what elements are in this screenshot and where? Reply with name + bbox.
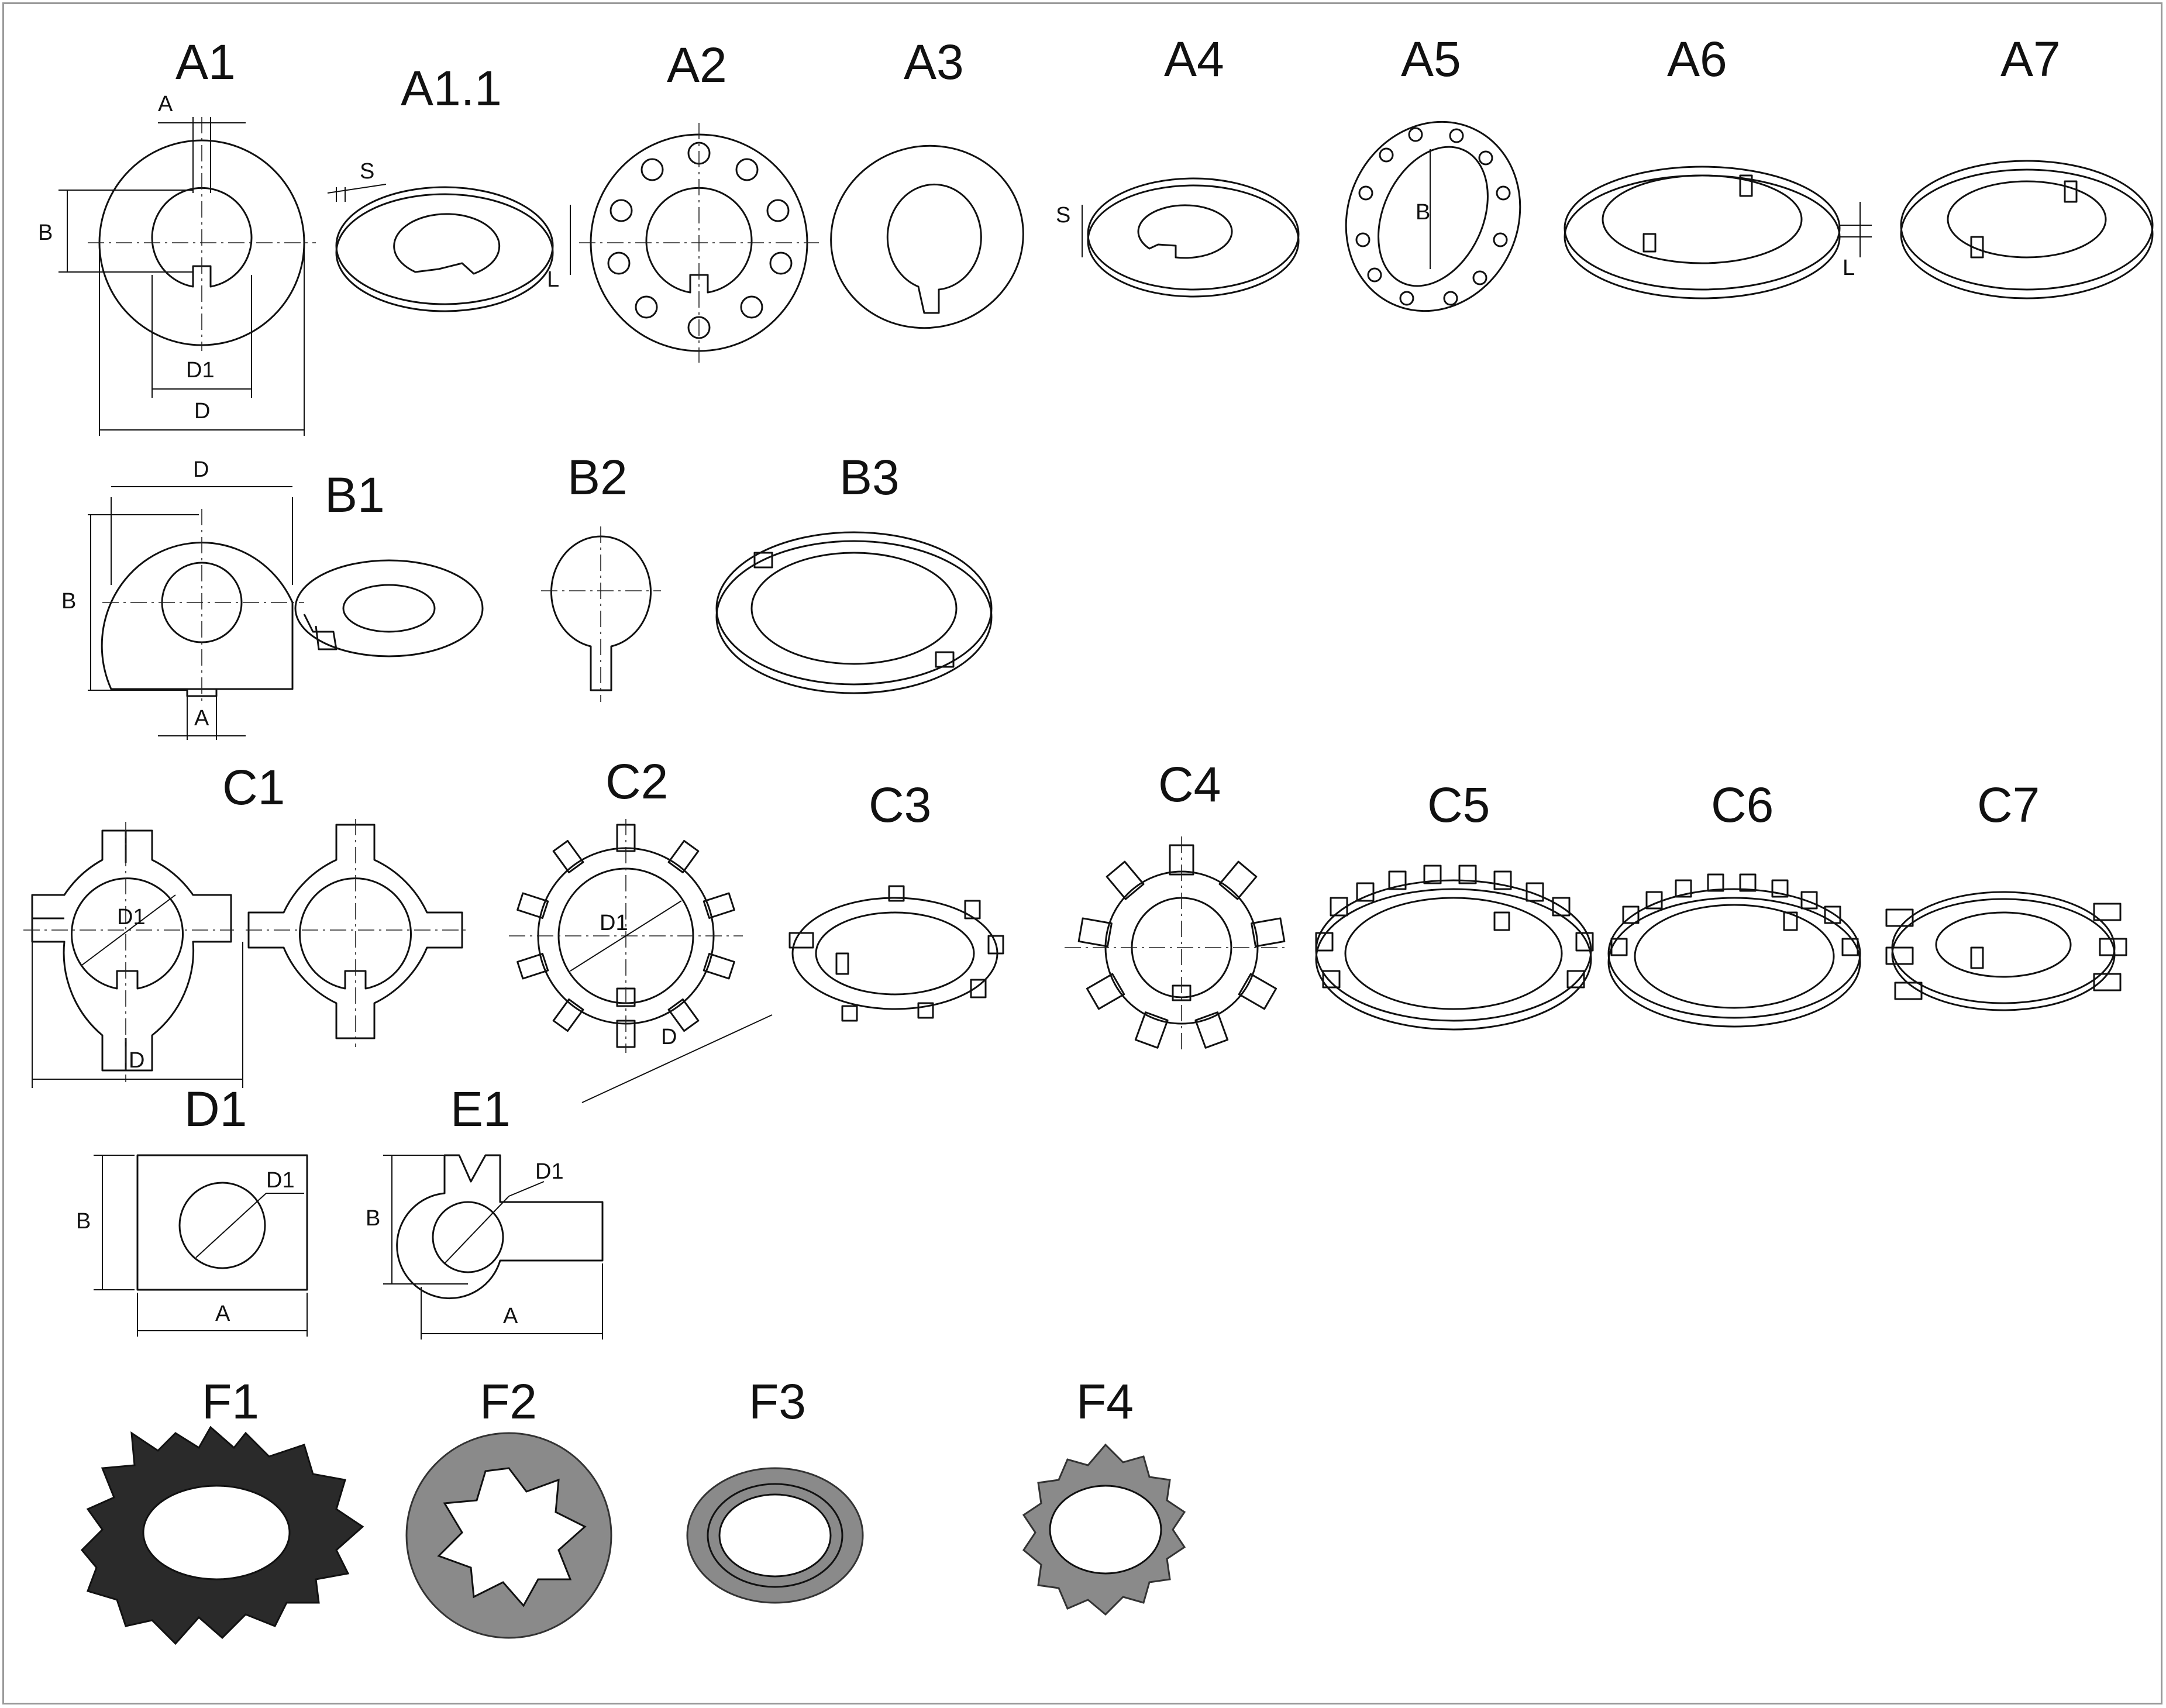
- washer-C1: D1 D: [23, 819, 468, 1088]
- label-C2: C2: [605, 754, 668, 809]
- washer-C4: [1065, 836, 1287, 1053]
- dim-D1-D1: D1: [266, 1168, 295, 1193]
- washer-A7: [1900, 160, 2154, 299]
- dim-A1-A: A: [158, 92, 173, 116]
- label-A6: A6: [1667, 32, 1727, 87]
- dim-E1-D1: D1: [535, 1159, 564, 1184]
- dim-B1-D: D: [193, 457, 209, 482]
- washer-B3: [715, 531, 993, 694]
- label-F3: F3: [749, 1374, 806, 1429]
- label-F1: F1: [202, 1374, 259, 1429]
- washer-D1: D1 B A: [76, 1154, 308, 1337]
- label-A5: A5: [1401, 32, 1461, 87]
- dim-C2-D: D: [661, 1025, 677, 1049]
- dim-A1-1-L: L: [547, 267, 559, 292]
- label-A4: A4: [1164, 32, 1224, 87]
- dim-A1-1-S: S: [360, 159, 374, 184]
- photo-washer-F1: [80, 1425, 364, 1645]
- titles: A1 A1.1 A2 A3 A4 A5 A6 A7 B1 B2 B3 C1 C2…: [175, 32, 2061, 1429]
- label-A1: A1: [175, 35, 236, 89]
- washer-C3: [788, 885, 1004, 1022]
- dim-E1-B: B: [366, 1206, 380, 1231]
- label-F4: F4: [1076, 1374, 1134, 1429]
- label-A2: A2: [667, 37, 727, 92]
- washer-A6: L: [1564, 166, 1872, 299]
- label-C4: C4: [1158, 757, 1221, 812]
- washer-A2: [579, 123, 819, 363]
- label-A7: A7: [2000, 32, 2061, 87]
- dim-A1-D: D: [194, 399, 210, 423]
- dim-B1-B: B: [61, 589, 76, 614]
- dim-C1-D: D: [129, 1048, 144, 1073]
- dim-A6-L: L: [1843, 256, 1855, 280]
- label-C6: C6: [1711, 777, 1774, 832]
- dim-B1-A: A: [194, 706, 209, 731]
- label-A3: A3: [904, 35, 964, 89]
- photo-washer-F2: [405, 1432, 612, 1639]
- washer-C5: [1315, 865, 1594, 1031]
- label-E1: E1: [450, 1082, 511, 1137]
- washer-A1: A B D1 D: [38, 92, 316, 436]
- dim-C1-D1: D1: [117, 905, 146, 929]
- label-F2: F2: [480, 1374, 537, 1429]
- label-A1-1: A1.1: [401, 61, 502, 116]
- dim-D1-B: B: [76, 1209, 91, 1234]
- washer-A5: B: [1345, 120, 1521, 312]
- label-D1: D1: [184, 1082, 247, 1137]
- dim-D1-A: A: [215, 1301, 230, 1326]
- label-B3: B3: [839, 450, 900, 505]
- photo-washer-F4: [1022, 1443, 1186, 1616]
- dim-C2-D1: D1: [600, 911, 628, 935]
- label-C5: C5: [1427, 777, 1490, 832]
- washer-C6: [1607, 873, 1861, 1028]
- label-B1: B1: [325, 467, 385, 522]
- dim-A5-B: B: [1416, 200, 1430, 225]
- washer-A4: S: [1056, 177, 1300, 298]
- washer-B2: [541, 526, 661, 702]
- photo-washer-F3: [686, 1467, 864, 1604]
- washer-C2: D1 D: [509, 819, 773, 1103]
- washer-B1: D B A: [61, 457, 484, 740]
- label-C3: C3: [869, 777, 931, 832]
- dim-A1-D1: D1: [186, 358, 215, 383]
- dim-A1-B: B: [38, 221, 53, 245]
- label-B2: B2: [567, 450, 628, 505]
- label-C7: C7: [1977, 777, 2040, 832]
- label-C1: C1: [222, 760, 285, 815]
- washer-A3: [830, 144, 1024, 329]
- washer-A1-1: S L: [327, 159, 571, 312]
- dim-E1-A: A: [503, 1304, 518, 1328]
- washer-C7: [1885, 891, 2127, 1011]
- washer-E1: D1 B A: [366, 1154, 604, 1339]
- dim-A4-S: S: [1056, 203, 1070, 228]
